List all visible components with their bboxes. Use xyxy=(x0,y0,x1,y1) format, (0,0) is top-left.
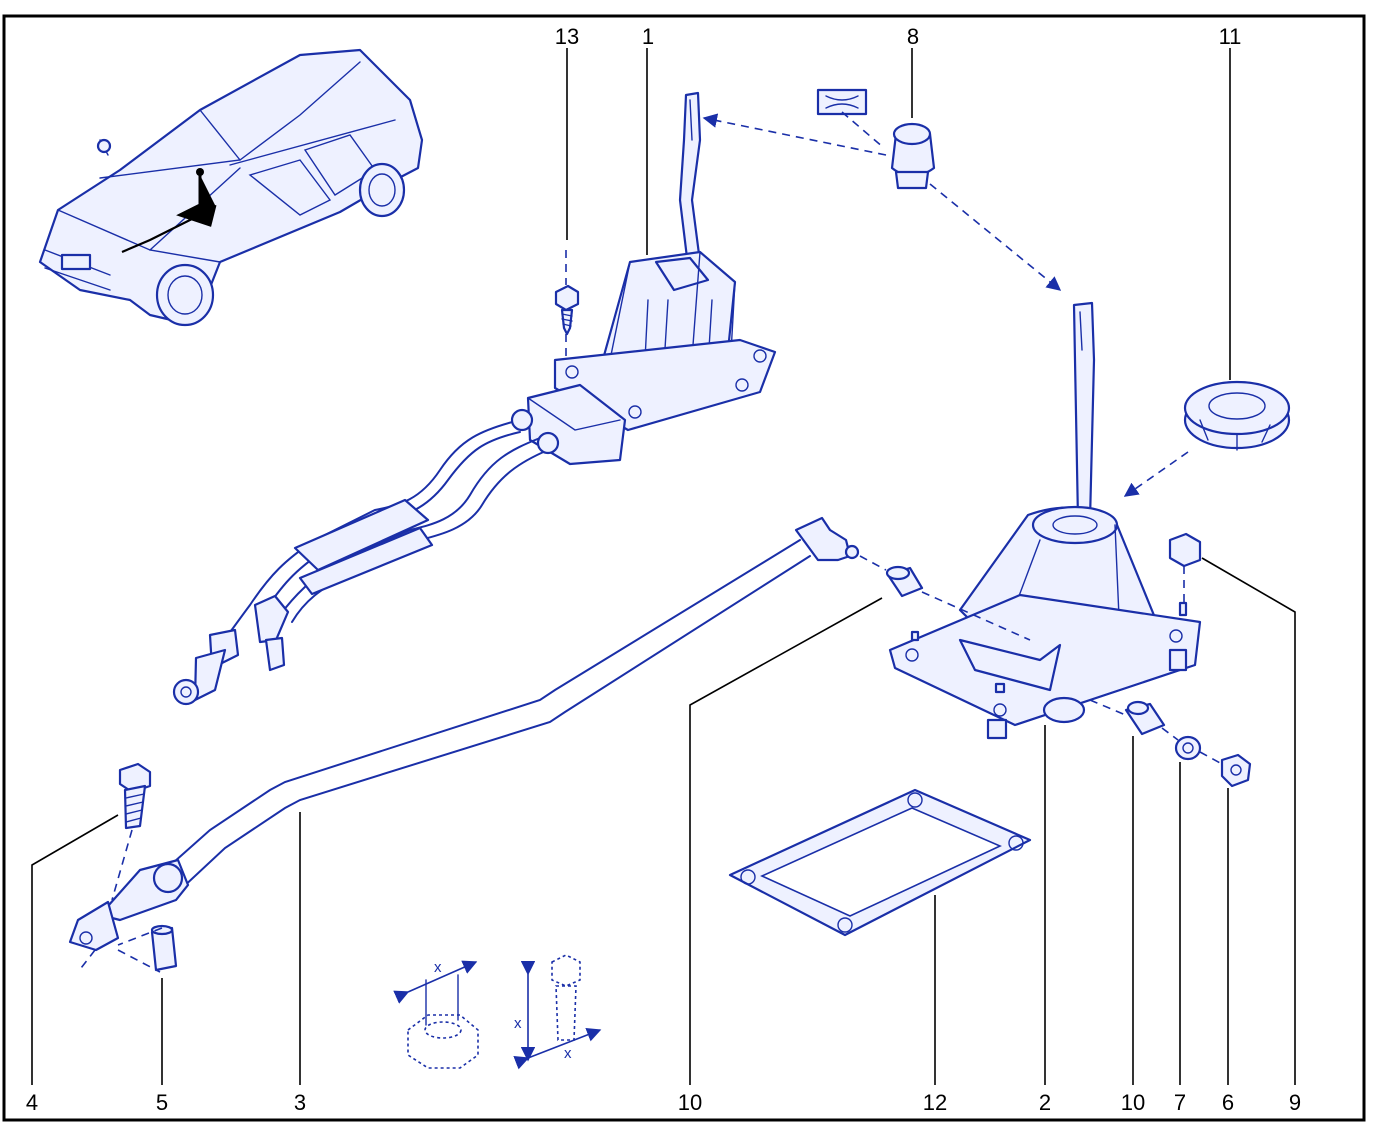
callout-5: 5 xyxy=(156,1090,168,1115)
gaiter-ring-11 xyxy=(1183,380,1291,451)
callout-1: 1 xyxy=(642,24,654,49)
callout-10-left: 10 xyxy=(678,1090,702,1115)
callout-6: 6 xyxy=(1222,1090,1234,1115)
callout-10-right: 10 xyxy=(1121,1090,1145,1115)
callout-13: 13 xyxy=(555,24,579,49)
assembly-lines xyxy=(77,111,1223,973)
bushing-5 xyxy=(150,924,178,972)
nut-6 xyxy=(1220,753,1252,788)
torque-marker-x-diameter: x xyxy=(564,1045,572,1062)
callout-labels: 13 1 8 11 4 5 3 10 12 2 10 7 6 9 xyxy=(26,24,1301,1115)
callout-2: 2 xyxy=(1039,1090,1051,1115)
bolt-4 xyxy=(118,762,152,830)
cap-nut-9 xyxy=(1168,532,1202,568)
gasket-12 xyxy=(728,788,1032,937)
callout-4: 4 xyxy=(26,1090,38,1115)
torque-marker-x-nut: x xyxy=(434,959,442,976)
callout-9: 9 xyxy=(1289,1090,1301,1115)
torque-marker-x-length: x xyxy=(514,1015,522,1032)
car-illustration xyxy=(38,48,424,327)
callout-8: 8 xyxy=(907,24,919,49)
callout-12: 12 xyxy=(923,1090,947,1115)
bushing-10-lower xyxy=(1124,700,1166,736)
callout-11: 11 xyxy=(1219,24,1242,49)
leader-lines xyxy=(31,48,1296,1085)
washer-7 xyxy=(1174,735,1202,761)
diagram-frame xyxy=(2,14,1366,1122)
shifter-housing-2 xyxy=(888,301,1202,740)
screw-13 xyxy=(554,284,580,336)
shifter-cable-assembly-1 xyxy=(172,91,777,706)
callout-7: 7 xyxy=(1174,1090,1186,1115)
callout-3: 3 xyxy=(294,1090,306,1115)
torque-symbol-nut: x xyxy=(393,959,479,1069)
bushing-10-upper xyxy=(885,565,924,598)
torque-symbol-bolt: x x xyxy=(513,954,602,1070)
gear-knob-8 xyxy=(816,88,936,190)
control-rod-3 xyxy=(68,516,860,952)
